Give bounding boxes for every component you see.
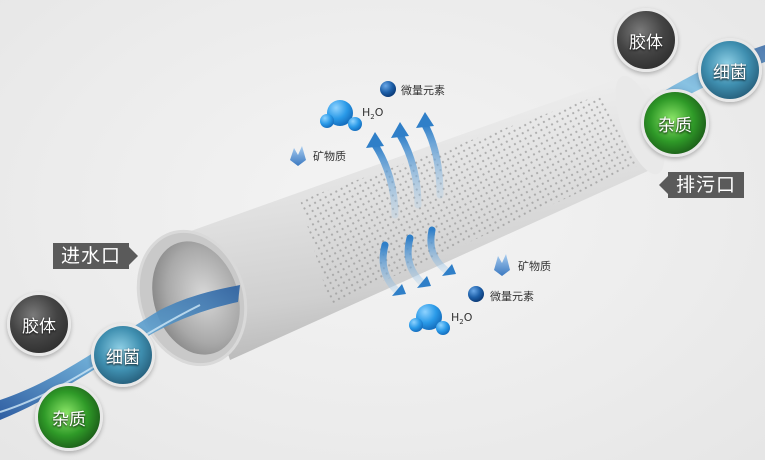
water-molecule-icon-upper <box>320 100 362 131</box>
water-label-upper: H2O <box>362 106 384 122</box>
trace-element-icon-lower <box>468 286 484 302</box>
contaminant-label: 胶体 <box>629 32 663 53</box>
mineral-crystal-icon-upper <box>290 146 306 166</box>
contaminant-impurity-outlet: 杂质 <box>641 89 709 157</box>
contaminant-bacteria-inlet: 细菌 <box>91 323 155 387</box>
contaminant-colloid-outlet: 胶体 <box>614 8 678 72</box>
downward-arrowheads <box>392 264 456 296</box>
outlet-label: 排污口 <box>658 172 745 198</box>
trace-element-icon-upper <box>380 81 396 97</box>
water-molecule-icon-lower <box>409 304 450 335</box>
upward-arrowheads <box>366 112 434 148</box>
contaminant-label: 杂质 <box>658 115 692 136</box>
mineral-label-upper: 矿物质 <box>313 150 346 163</box>
downward-flow-arrows <box>379 226 452 296</box>
contaminant-label: 细菌 <box>106 347 140 368</box>
contaminant-bacteria-outlet: 细菌 <box>698 38 762 102</box>
contaminant-label: 细菌 <box>713 62 747 83</box>
mineral-label-lower: 矿物质 <box>518 260 551 273</box>
contaminant-label: 胶体 <box>22 316 56 337</box>
trace-element-label-upper: 微量元素 <box>401 84 445 97</box>
contaminant-label: 杂质 <box>52 409 86 430</box>
contaminant-colloid-inlet: 胶体 <box>7 292 71 356</box>
water-label-lower: H2O <box>451 311 473 327</box>
trace-element-label-lower: 微量元素 <box>490 290 534 303</box>
inlet-label: 进水口 <box>53 243 139 269</box>
contaminant-impurity-inlet: 杂质 <box>35 383 103 451</box>
tube-right-end <box>615 75 665 175</box>
upward-flow-arrows <box>371 121 444 219</box>
mineral-crystal-icon-lower <box>494 254 510 276</box>
